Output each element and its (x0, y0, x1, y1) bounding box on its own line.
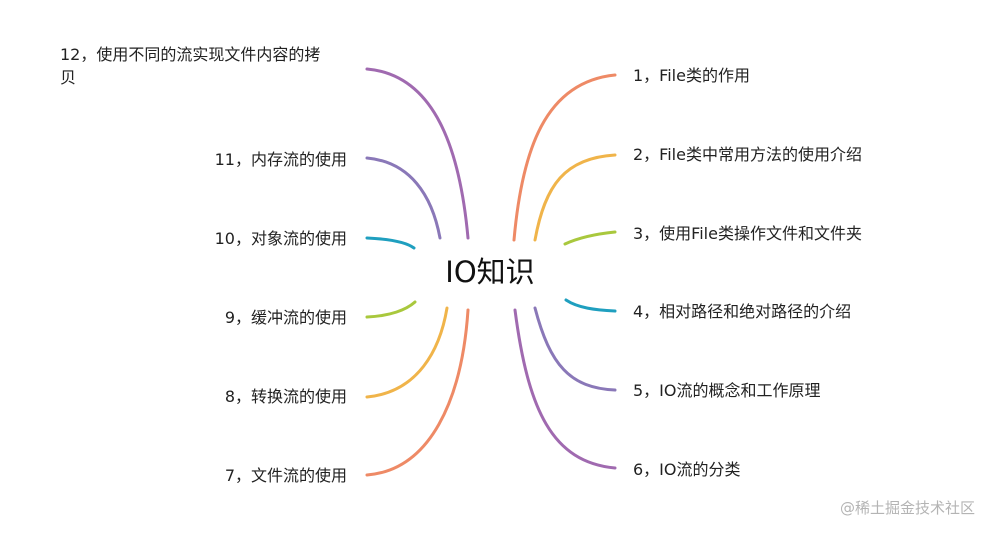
branch-label-left-2[interactable]: 11，内存流的使用 (215, 150, 347, 169)
watermark: @稀土掘金技术社区 (839, 499, 975, 517)
branch-label-left-1[interactable]: 12，使用不同的流实现文件内容的拷贝 (60, 45, 320, 87)
branch-line-left-5 (365, 306, 449, 399)
branch-label-right-4[interactable]: 4，相对路径和绝对路径的介绍 (633, 302, 851, 321)
branch-line-right-4 (564, 298, 617, 313)
branch-label-left-5[interactable]: 8，转换流的使用 (225, 387, 347, 406)
branch-label-right-1[interactable]: 1，File类的作用 (633, 66, 750, 85)
branch-label-right-6[interactable]: 6，IO流的分类 (633, 460, 741, 479)
branch-labels: 1，File类的作用 2，File类中常用方法的使用介绍 3，使用File类操作文件… (60, 45, 862, 485)
branch-line-right-1 (512, 73, 617, 242)
branch-line-left-3 (365, 236, 416, 250)
center-topic[interactable]: IO知识 (445, 255, 534, 289)
branch-label-right-3[interactable]: 3，使用File类操作文件和文件夹 (633, 224, 862, 243)
branch-lines (365, 67, 617, 477)
branch-line-left-4 (365, 300, 417, 319)
branch-line-left-1 (365, 67, 470, 240)
branch-label-left-3[interactable]: 10，对象流的使用 (215, 229, 347, 248)
branch-label-right-5[interactable]: 5，IO流的概念和工作原理 (633, 381, 821, 400)
branch-label-right-2[interactable]: 2，File类中常用方法的使用介绍 (633, 145, 862, 164)
branch-line-right-3 (563, 230, 617, 246)
branch-line-right-6 (513, 308, 617, 470)
branch-line-left-6 (365, 308, 470, 477)
branch-label-left-4[interactable]: 9，缓冲流的使用 (225, 308, 347, 327)
branch-line-right-5 (533, 306, 617, 392)
branch-line-right-2 (533, 153, 617, 242)
branch-line-left-2 (365, 156, 442, 240)
branch-label-left-6[interactable]: 7，文件流的使用 (225, 466, 347, 485)
